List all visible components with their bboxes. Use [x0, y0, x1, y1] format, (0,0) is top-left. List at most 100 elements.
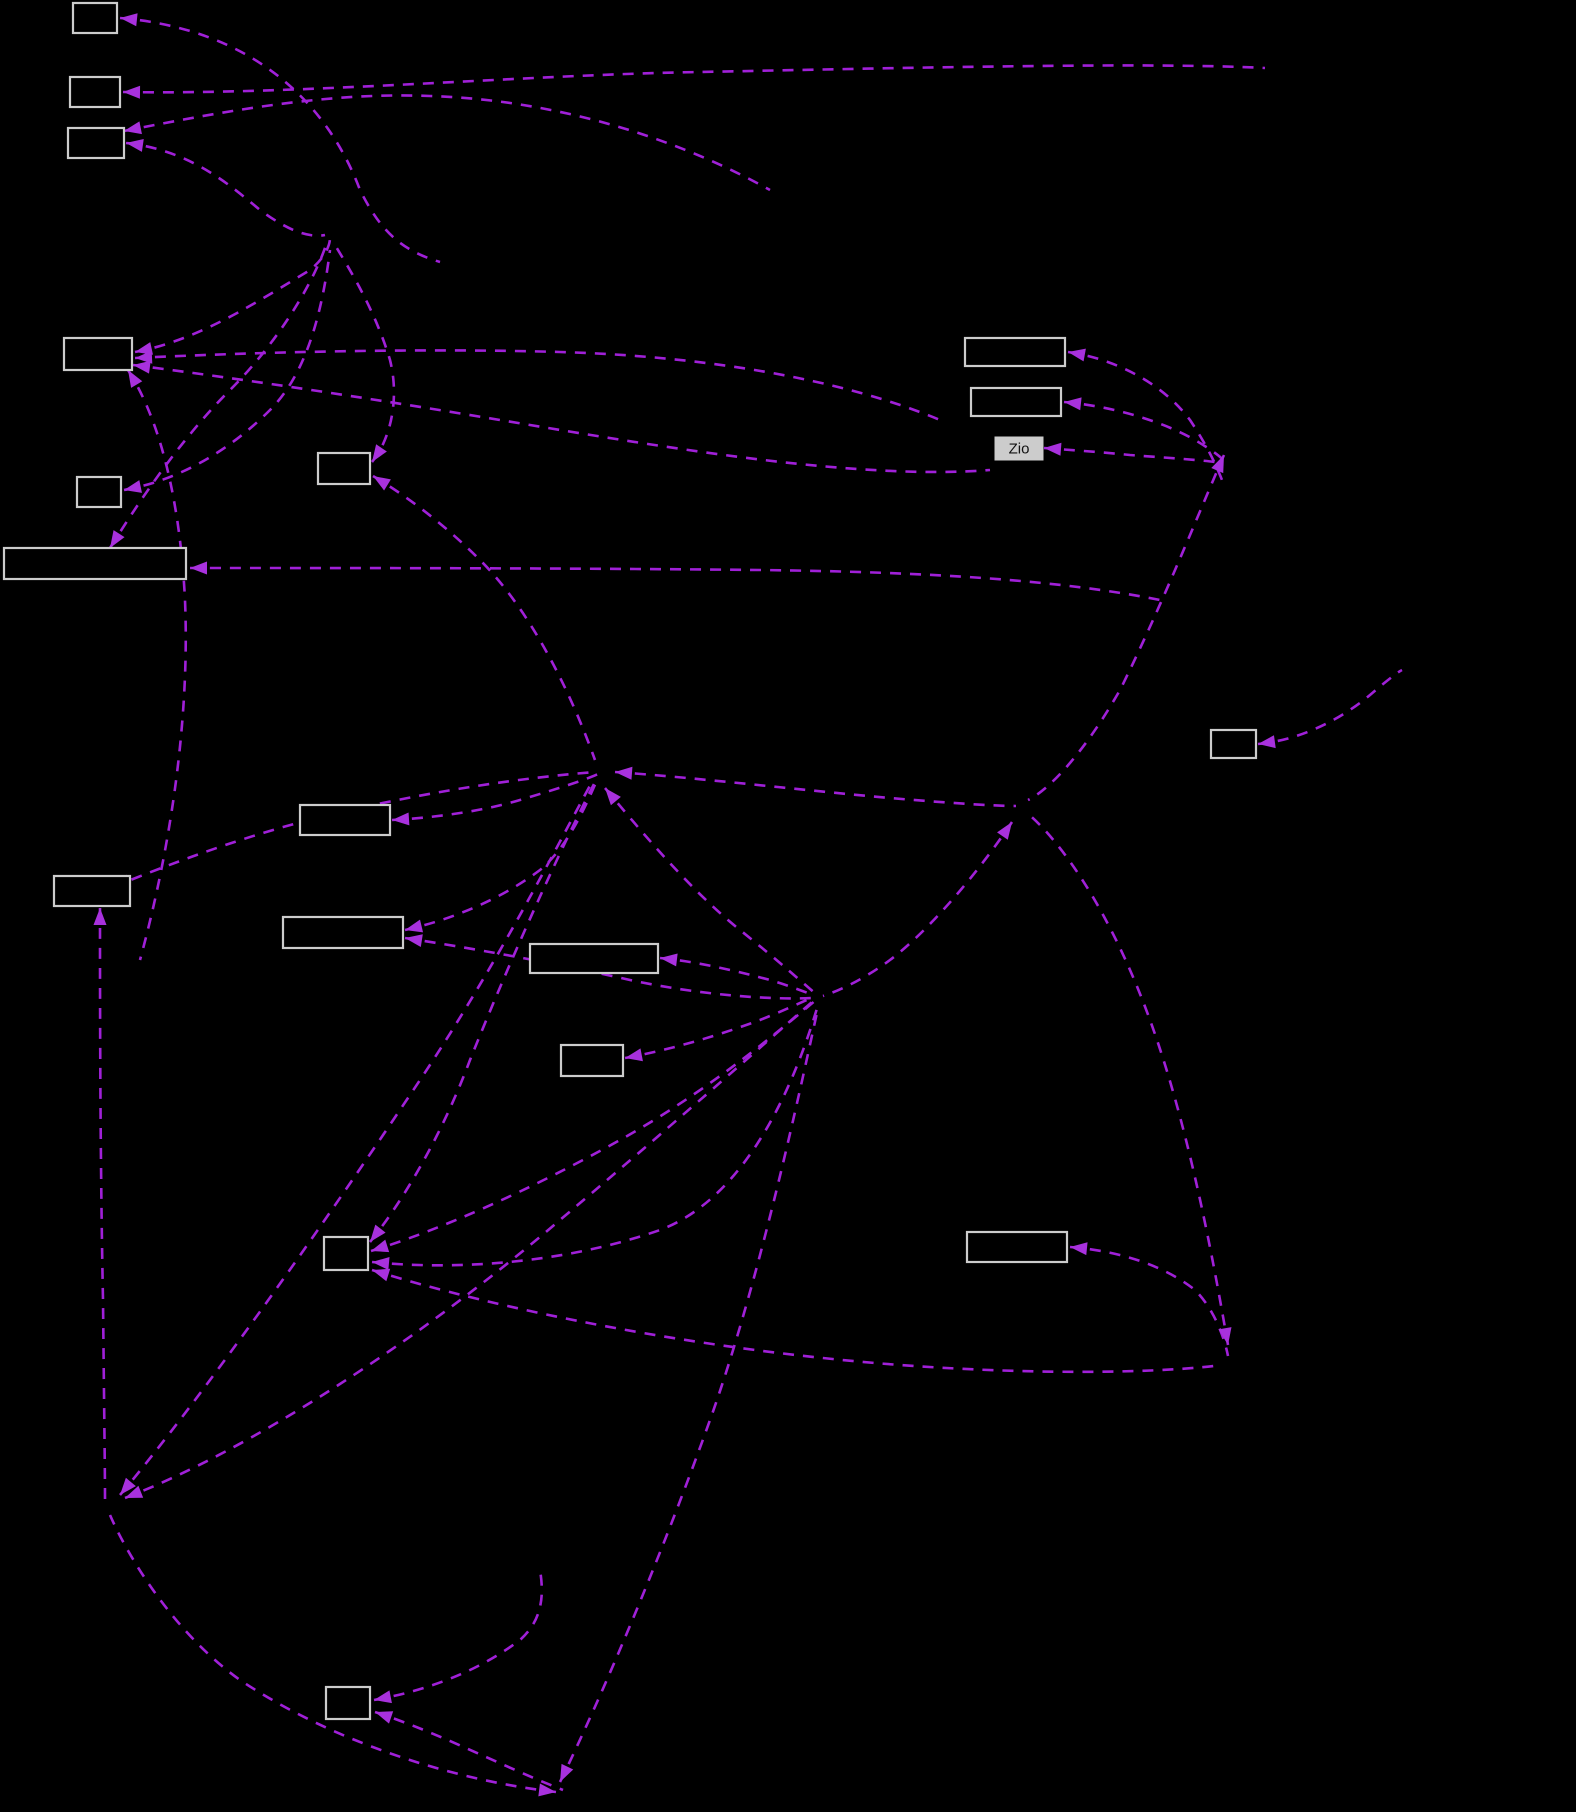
edge-arrowhead	[125, 1485, 144, 1498]
node-box[interactable]	[963, 336, 1067, 368]
graph-edge	[404, 777, 600, 932]
edge-arrowhead	[1211, 455, 1224, 474]
graph-edge	[372, 474, 597, 761]
node-box[interactable]	[2, 546, 188, 581]
node-box[interactable]	[71, 1, 119, 35]
graph-edge	[374, 1710, 564, 1792]
node-box[interactable]	[281, 915, 405, 950]
graph-edge	[822, 821, 1014, 998]
node-box[interactable]	[965, 1230, 1069, 1264]
graph-edge	[126, 369, 188, 961]
graph-node[interactable]	[71, 1, 119, 35]
graph-edge	[370, 999, 817, 1253]
edge-arrowhead	[373, 476, 391, 491]
graph-edge	[119, 16, 441, 264]
graph-edge	[134, 349, 941, 422]
edge-arrowhead	[372, 1268, 391, 1282]
graph-edge	[1043, 446, 1216, 464]
graph-edge	[614, 770, 1017, 808]
node-box[interactable]	[68, 75, 122, 109]
edge-arrowhead	[110, 530, 125, 548]
graph-node[interactable]	[52, 874, 132, 908]
graph-edge	[108, 1514, 557, 1794]
graph-edge	[1027, 454, 1226, 802]
graph-edge	[1067, 350, 1224, 481]
node-box[interactable]	[52, 874, 132, 908]
node-box[interactable]	[528, 942, 660, 975]
graph-node[interactable]	[281, 915, 405, 950]
graph-node[interactable]	[62, 336, 134, 372]
node-box[interactable]	[559, 1043, 625, 1078]
edge-arrowhead	[372, 1257, 390, 1271]
edge-arrowhead	[370, 1224, 386, 1242]
node-box[interactable]	[994, 436, 1044, 461]
graph-node[interactable]	[66, 126, 126, 160]
edge-arrowhead	[1218, 1327, 1232, 1345]
graph-node[interactable]	[75, 475, 123, 509]
graph-edge	[125, 141, 326, 237]
edge-arrowhead	[605, 788, 621, 806]
graph-edge	[1069, 1245, 1230, 1357]
graph-edge	[391, 772, 599, 822]
edge-arrowhead	[1068, 348, 1086, 362]
edge-arrowhead	[615, 766, 633, 780]
graph-node[interactable]	[316, 451, 372, 486]
edge-arrowhead	[120, 13, 138, 27]
graph-edge	[1025, 810, 1230, 1346]
edge-arrowhead	[120, 1477, 136, 1495]
edge-arrowhead	[1044, 442, 1062, 456]
graph-node[interactable]	[528, 942, 660, 975]
node-box[interactable]	[324, 1685, 372, 1721]
edge-arrowhead	[126, 139, 144, 152]
edge-arrowhead	[135, 342, 153, 355]
node-box[interactable]	[66, 126, 126, 160]
node-box[interactable]	[298, 803, 392, 837]
graph-node[interactable]	[969, 386, 1063, 418]
edge-arrowhead	[405, 919, 424, 933]
graph-node[interactable]	[322, 1235, 370, 1272]
node-box[interactable]	[62, 336, 134, 372]
graph-edge	[371, 1004, 820, 1267]
edge-arrowhead	[392, 812, 410, 826]
graph-edge	[123, 94, 771, 192]
graph-node[interactable]: Zio	[994, 436, 1044, 461]
edge-arrowhead	[371, 1239, 390, 1253]
graph-edge	[189, 566, 1161, 602]
edge-arrowhead	[1070, 1242, 1088, 1256]
node-box[interactable]	[316, 451, 372, 486]
graph-edge	[119, 781, 594, 1496]
edge-arrowhead	[128, 370, 143, 388]
edge-arrowhead	[93, 908, 107, 926]
graph-node[interactable]	[324, 1685, 372, 1721]
graph-node[interactable]	[965, 1230, 1069, 1264]
graph-edge	[368, 781, 597, 1243]
graph-edge	[123, 249, 332, 492]
graph-edge	[624, 995, 815, 1060]
node-label: Zio	[1009, 440, 1030, 457]
node-box[interactable]	[322, 1235, 370, 1272]
edge-arrowhead	[1064, 397, 1082, 411]
node-box[interactable]	[75, 475, 123, 509]
graph-edge	[98, 907, 107, 1501]
edge-arrowhead	[374, 1690, 392, 1704]
edge-arrowhead	[997, 822, 1012, 840]
graph-node[interactable]	[2, 546, 188, 581]
edge-arrowhead	[124, 121, 142, 135]
node-box[interactable]	[1209, 728, 1258, 760]
graph-node[interactable]	[68, 75, 122, 109]
edge-arrowhead	[1258, 735, 1276, 749]
graph-edge	[134, 237, 332, 354]
graph-node[interactable]	[559, 1043, 625, 1078]
graph-edge	[659, 956, 814, 997]
node-box[interactable]	[969, 386, 1063, 418]
graph-node[interactable]	[298, 803, 392, 837]
edge-arrowhead	[560, 1763, 574, 1782]
edge-arrowhead	[372, 444, 387, 462]
graph-node[interactable]	[1209, 728, 1258, 760]
edge-arrowhead	[625, 1048, 643, 1062]
edge-arrowhead	[660, 953, 678, 967]
edge-arrowhead	[124, 480, 142, 493]
graph-node[interactable]	[963, 336, 1067, 368]
